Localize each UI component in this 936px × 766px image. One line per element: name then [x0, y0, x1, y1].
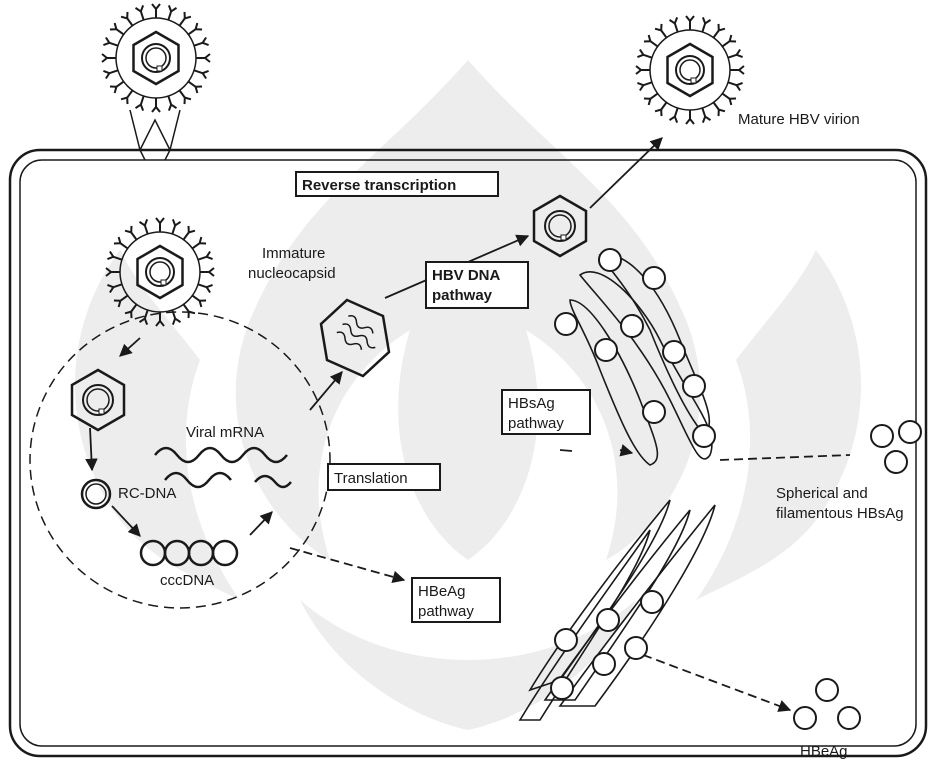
svg-text:Reverse transcription: Reverse transcription — [302, 177, 456, 194]
viral-mrna-label: Viral mRNA — [186, 424, 264, 441]
rc-dna-icon — [82, 480, 110, 508]
immature-nucleocapsid-label-1: Immature — [262, 245, 325, 262]
hbsag-pathway-box: HBsAg pathway — [502, 390, 590, 434]
hbv-dna-pathway-box: HBV DNA pathway — [426, 262, 528, 308]
cccdna-label: cccDNA — [160, 572, 214, 589]
svg-text:HBV DNA: HBV DNA — [432, 267, 501, 284]
translation-box: Translation — [328, 464, 440, 490]
entry-funnel — [130, 110, 180, 160]
svg-text:pathway: pathway — [418, 603, 474, 620]
svg-text:HBeAg: HBeAg — [418, 583, 466, 600]
hbv-virion-icon — [102, 4, 210, 112]
svg-text:Translation: Translation — [334, 470, 408, 487]
spherical-hbsag-label-2: filamentous HBsAg — [776, 505, 904, 522]
svg-text:pathway: pathway — [508, 415, 564, 432]
hbeag-pathway-box: HBeAg pathway — [412, 578, 500, 622]
hbeag-label: HBeAg — [800, 743, 848, 760]
rc-dna-label: RC-DNA — [118, 485, 176, 502]
immature-nucleocapsid-label-2: nucleocapsid — [248, 265, 336, 282]
hbv-virion-icon — [636, 16, 744, 124]
surface-antigen-particle-icon — [551, 591, 860, 729]
svg-text:HBsAg: HBsAg — [508, 395, 555, 412]
reverse-transcription-box: Reverse transcription — [296, 172, 498, 196]
spherical-hbsag-label-1: Spherical and — [776, 485, 868, 502]
svg-text:pathway: pathway — [432, 287, 493, 304]
mature-virion-label: Mature HBV virion — [738, 111, 860, 128]
